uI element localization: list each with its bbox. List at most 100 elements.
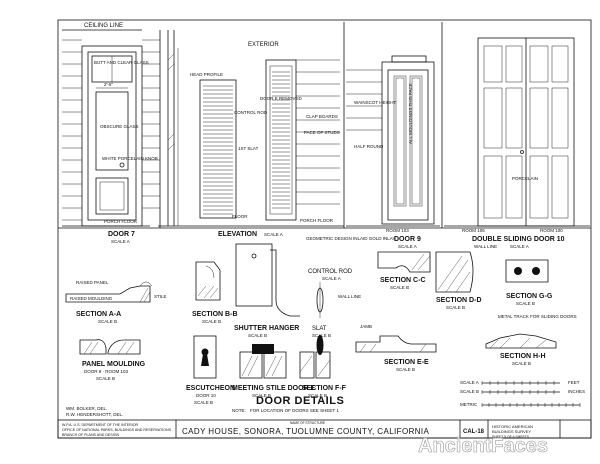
slat-label: SLAT [312,326,327,332]
agency-line-1: W.P.A. U.S. DEPARTMENT OF THE INTERIOR [62,423,139,427]
wainscot-height-label: WAINSCOT HEIGHT [354,100,397,105]
building-title: CADY HOUSE, SONORA, TUOLUMNE COUNTY, CAL… [182,427,430,436]
agency-line-3: BRANCH OF PLANS AND DESIGN [62,433,120,437]
panel-moulding-caption: PANEL MOULDING [82,361,146,368]
section-cc-caption: SECTION C-C [380,277,426,284]
door-9-scale: SCALE A [398,244,417,249]
section-hh-scale: SCALE B [512,361,531,366]
elevation-caption: ELEVATION [218,231,257,238]
drawn-by-1: WM. BOLKER, DEL. [66,406,107,411]
escutcheon-caption: ESCUTCHEON [186,385,235,392]
habs-line-1: HISTORIC AMERICAN [492,424,533,429]
shutter-elevation: EXTERIOR HEAD PROFILE 1ST SLAT FLOOR DOO… [186,22,345,238]
section-e-e: SECTION E-E SCALE B [355,335,437,372]
section-dd-caption: SECTION D-D [436,297,482,304]
section-f-f: SECTION F-F SCALE B [299,351,347,398]
obscure-glass-label: OBSCURE GLASS [100,124,139,129]
section-b-b-detail: SECTION B-B SCALE B [192,261,238,324]
note-label: NOTE: [232,408,246,413]
section-ff-scale: SCALE B [308,393,327,398]
meeting-stile-door-e: MEETING STILE DOOR E SCALE B [232,344,316,398]
wall-line-label-top: WALL LINE [474,244,497,249]
section-ee-scale: SCALE B [396,367,415,372]
name-of-structure: NAME OF STRUCTURE [290,421,325,425]
feet-label: FEET [568,380,580,385]
section-ee-caption: SECTION E-E [384,359,429,366]
panel-moulding: PANEL MOULDING DOOR 9 · ROOM 103 SCALE B [79,339,146,381]
stile-label: STILE [154,294,167,299]
shutter-hanger: SHUTTER HANGER SCALE B [234,243,300,338]
svg-text:2'-6": 2'-6" [104,82,113,87]
inches-label: INCHES [568,389,585,394]
section-aa-scale: SCALE B [98,319,117,324]
porcelain-label: PORCELAIN [512,176,538,181]
door-7-scale: SCALE A [111,239,130,244]
section-c-c: SECTION C-C SCALE B [377,251,431,290]
door-9-elevation: WAINSCOT HEIGHT HALF ROUND ALL MOULDINGS… [346,22,443,249]
door-7-caption: DOOR 7 [108,231,135,238]
raised-moulding-label: RAISED MOULDING [70,296,113,301]
section-ff-caption: SECTION F-F [302,385,347,392]
double-sliding-scale: SCALE A [510,244,529,249]
title-block: WM. BOLKER, DEL. R.W. HENDERSHOTT, DEL. … [57,406,592,439]
sheet-border [57,19,592,439]
shutter-hanger-scale: SCALE B [248,333,267,338]
section-hh-caption: SECTION H-H [500,353,546,360]
section-bb-scale: SCALE B [202,319,221,324]
elevation-scale: SCALE A [264,232,283,237]
watermark-logo: AncientFaces [418,435,548,457]
double-sliding-caption: DOUBLE SLIDING DOOR 10 [472,236,565,243]
first-slat-label: 1ST SLAT [238,146,259,151]
section-cc-scale: SCALE B [390,285,409,290]
section-dd-scale: SCALE B [446,305,465,310]
section-a-a: RAISED PANEL RAISED MOULDING STILE SECTI… [65,280,167,324]
drawn-by-2: R.W. HENDERSHOTT, DEL. [66,412,123,417]
habs-line-2: BUILDINGS SURVEY [492,429,531,434]
control-rod-and-slat: GEOMETRIC DESIGN INLAID GOLD INLAY CONTR… [306,236,395,355]
head-profile-label: HEAD PROFILE [190,72,223,77]
room-label-1: ROOM 103 [386,228,409,233]
wall-line-label: WALL LINE [338,294,361,299]
control-rod-scale: SCALE A [322,276,341,281]
section-b-b [158,30,186,227]
control-rod-label: CONTROL ROD [308,269,353,275]
clap-boards-label: CLAP BOARDS [306,114,338,119]
meeting-stile-caption: MEETING STILE DOOR E [232,385,316,392]
porcelain-knob-label: WHITE PORCELAIN KNOB [102,156,158,161]
door-9-caption: DOOR 9 [394,236,421,243]
shutter-hanger-caption: SHUTTER HANGER [234,325,299,332]
sheet-number: SHEET 5 OF 6 SHEETS [492,435,530,439]
metric-label: METRIC [460,402,478,407]
butt-clear-glass-label: BUTT AND CLEAR GLASS [94,60,149,65]
jamb-label: JAMB [360,324,372,329]
floor-label: FLOOR [232,214,248,219]
panel-moulding-scale: SCALE B [96,376,115,381]
scale-a-label: SCALE A [460,380,479,385]
slat-scale: SCALE B [312,333,331,338]
door-7-elevation: CEILING LINE BUTT AND CLEAR GLASS OBSCUR… [62,23,161,244]
note-text: FOR LOCATION OF DOORS SEE SHEET 1 [250,408,339,413]
section-bb-caption: SECTION B-B [192,311,238,318]
control-rod-label-top: CONTROL ROD [234,110,268,115]
metal-track-label: METAL TRACK FOR SLIDING DOORS [498,314,577,319]
face-of-studs-label: FACE OF STUDS [304,130,340,135]
sheet-title: DOOR DETAILS [256,395,344,407]
agency-line-2: OFFICE OF NATIONAL PARKS, BUILDINGS AND … [62,428,172,432]
scale-b-label: SCALE B [460,389,479,394]
escutcheon-scale: SCALE B [194,400,213,405]
survey-number: CAL-18 [463,429,485,435]
porch-floor-label: PORCH FLOOR [104,219,138,224]
section-gg-scale: SCALE B [516,301,535,306]
half-round-label: HALF ROUND [354,144,384,149]
raised-panel-label: RAISED PANEL [76,280,109,285]
all-mouldings-label: ALL MOULDINGS THIS FACE [408,83,413,144]
escutcheon-sub: DOOR 10 [196,393,216,398]
door-e-removed-label: DOOR E REMOVED [260,96,303,101]
panel-moulding-sub: DOOR 9 · ROOM 103 [84,369,129,374]
meeting-stile-scale: SCALE B [252,393,271,398]
scale-bars: SCALE A FEET SCALE B INCHES METRIC [460,380,585,407]
section-h-h: METAL TRACK FOR SLIDING DOORS SECTION H-… [485,314,577,366]
ceiling-line-label: CEILING LINE [84,23,123,29]
section-gg-caption: SECTION G-G [506,293,553,300]
